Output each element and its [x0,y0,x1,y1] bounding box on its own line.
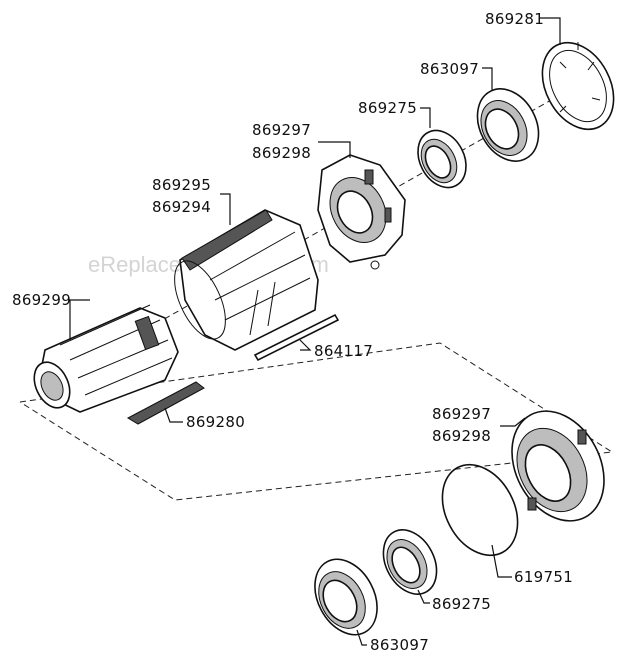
label-863097-bottom: 863097 [370,636,429,654]
part-bearing-863097-bottom [314,558,378,636]
part-spacer-ring-869281 [541,41,615,131]
label-869275-top: 869275 [358,99,417,117]
label-869294: 869294 [152,198,211,216]
part-end-bell-869297-top [317,154,406,270]
part-seal-ring-869275-bottom [382,529,438,595]
label-864117: 864117 [314,342,373,360]
label-869280: 869280 [186,413,245,431]
part-o-ring-619751 [441,463,519,557]
part-end-bell-869297-bottom [511,410,605,522]
label-863097-top: 863097 [420,60,479,78]
part-stator-869295 [174,209,319,351]
label-869299: 869299 [12,291,71,309]
label-869297-top: 869297 [252,121,311,139]
part-rod-864117 [253,313,340,362]
leader-lines [69,17,561,646]
label-869297-bottom: 869297 [432,405,491,423]
part-seal-ring-869275-top [417,129,467,189]
part-rotor-869299 [33,304,179,413]
label-619751: 619751 [514,568,573,586]
part-bearing-863097-top [476,88,540,162]
label-869298-top: 869298 [252,144,311,162]
label-869295: 869295 [152,176,211,194]
part-wedge-869280 [126,381,205,425]
label-869281: 869281 [485,10,544,28]
label-869275-bottom: 869275 [432,595,491,613]
label-869298-bottom: 869298 [432,427,491,445]
